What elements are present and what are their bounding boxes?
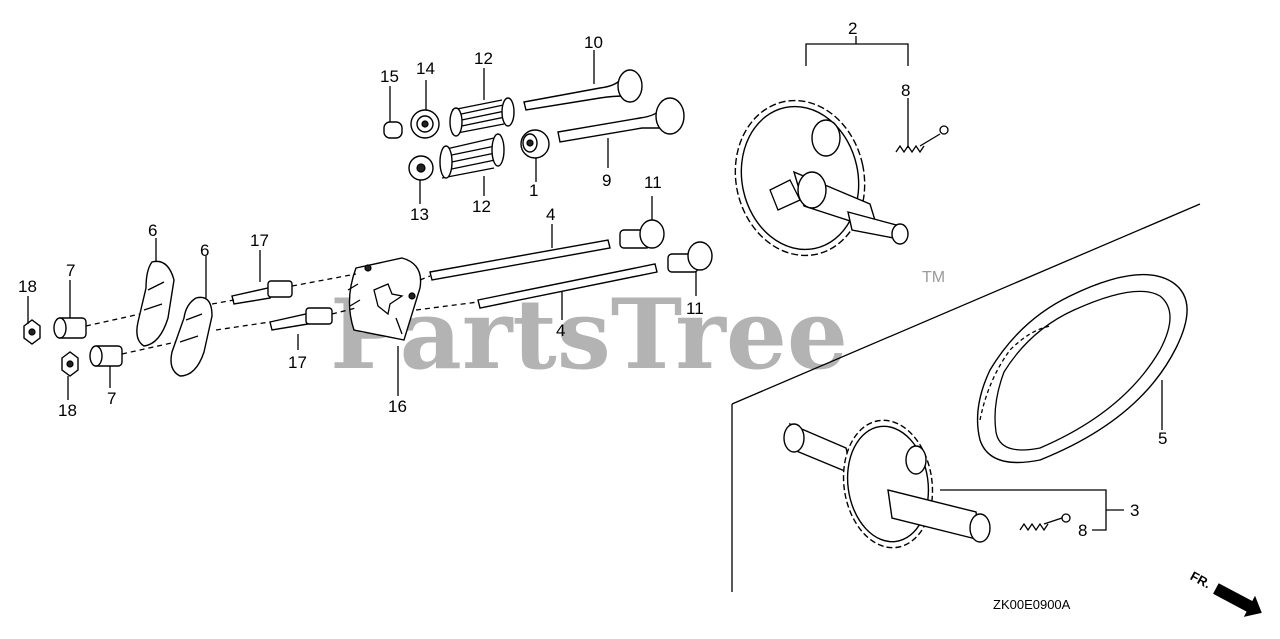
callout-4-upper[interactable]: 4 (546, 205, 555, 224)
callout-7-lower[interactable]: 7 (107, 389, 116, 408)
intake-valve-9[interactable] (557, 97, 685, 143)
section-divider-top (731, 203, 1201, 405)
callout-14[interactable]: 14 (416, 59, 435, 78)
callout-1[interactable]: 1 (529, 181, 538, 200)
watermark-trademark: TM (922, 269, 945, 286)
valve-spring-seat-13[interactable] (408, 155, 434, 181)
callout-17-lower[interactable]: 17 (288, 353, 307, 372)
callout-15[interactable]: 15 (380, 67, 399, 86)
callout-17-upper[interactable]: 17 (250, 231, 269, 250)
pivot-nut-7-lower[interactable] (89, 345, 123, 367)
cam-chain-5[interactable] (976, 273, 1188, 464)
diagram-code: ZK00E0900A (993, 597, 1071, 612)
callout-12-lower[interactable]: 12 (472, 197, 491, 216)
callout-6-right[interactable]: 6 (200, 241, 209, 260)
callout-8-upper[interactable]: 8 (901, 81, 910, 100)
crankshaft-gear-3[interactable] (783, 414, 991, 553)
valve-spring-12-top[interactable] (449, 97, 515, 137)
valve-keeper-15[interactable] (383, 121, 403, 139)
callout-5[interactable]: 5 (1158, 429, 1167, 448)
push-rod-4-upper[interactable] (429, 239, 611, 281)
front-direction-indicator: FR. (1188, 568, 1262, 617)
callout-3[interactable]: 3 (1130, 501, 1139, 520)
valve-spring-retainer-14[interactable] (410, 109, 440, 139)
front-direction-label: FR. (1188, 568, 1214, 591)
callout-11-lower[interactable]: 11 (686, 299, 704, 318)
lock-nut-18-lower[interactable] (61, 351, 79, 377)
callout-2[interactable]: 2 (848, 19, 857, 38)
callout-18-lower[interactable]: 18 (58, 401, 77, 420)
decompressor-spring-8-lower[interactable] (1019, 513, 1071, 532)
pivot-bolt-17-upper[interactable] (231, 280, 293, 305)
callout-16[interactable]: 16 (388, 397, 407, 416)
callout-bracket-3 (940, 489, 1124, 531)
tappet-11-lower[interactable] (667, 241, 713, 273)
callout-13[interactable]: 13 (410, 205, 429, 224)
valve-stem-seal-1[interactable] (520, 129, 550, 159)
decompressor-spring-8-upper[interactable] (895, 125, 949, 154)
lock-nut-18-upper[interactable] (23, 319, 41, 345)
camshaft-gear-2[interactable] (721, 88, 909, 267)
push-rod-guide-plate-16[interactable] (347, 257, 422, 341)
callout-11-upper[interactable]: 11 (644, 173, 662, 192)
front-arrow-icon (1213, 583, 1262, 617)
pivot-nut-7-upper[interactable] (53, 317, 87, 339)
pivot-bolt-17-lower[interactable] (269, 307, 333, 331)
callout-9[interactable]: 9 (602, 171, 611, 190)
callout-10[interactable]: 10 (584, 33, 603, 52)
exhaust-valve-10[interactable] (523, 69, 643, 111)
push-rod-4-lower[interactable] (477, 263, 658, 309)
rocker-arm-6-right[interactable] (170, 296, 213, 377)
callout-6-left[interactable]: 6 (148, 221, 157, 240)
callout-bracket-2 (805, 36, 909, 148)
tappet-11-upper[interactable] (619, 219, 665, 249)
callout-18-upper[interactable]: 18 (18, 277, 37, 296)
assembly-lines-left (85, 273, 479, 355)
callout-7-upper[interactable]: 7 (66, 261, 75, 280)
callout-12-upper[interactable]: 12 (474, 49, 493, 68)
valve-spring-12-bottom[interactable] (439, 133, 505, 179)
callout-8-lower[interactable]: 8 (1078, 521, 1087, 540)
leader-lines (27, 50, 1163, 430)
rocker-arm-6-left[interactable] (136, 260, 175, 347)
callout-4-lower[interactable]: 4 (556, 321, 565, 340)
